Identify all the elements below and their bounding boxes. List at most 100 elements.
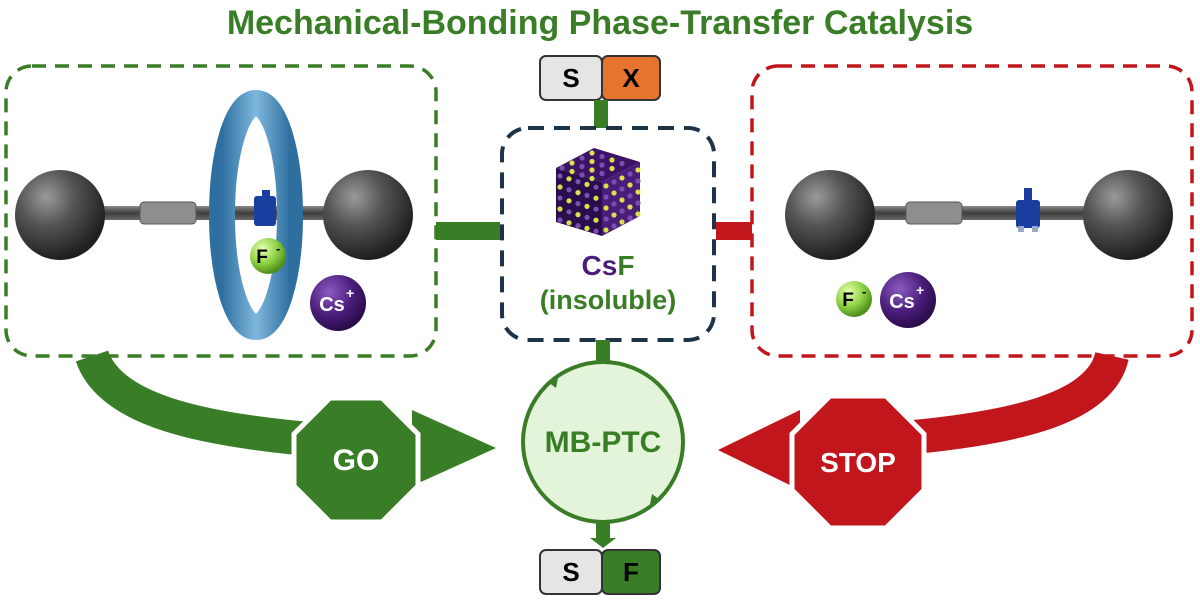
left-stopper-sphere-2 (323, 170, 413, 260)
crystal-dot (579, 172, 585, 178)
go-arrow-head (412, 410, 496, 486)
crystal-dot (635, 167, 641, 173)
cycle-arrowhead-top (548, 378, 558, 388)
crystal-dot (584, 192, 590, 198)
crystal-dot (593, 217, 599, 223)
substrate-s-label: S (562, 63, 579, 93)
crystal-dot (611, 212, 617, 218)
right-cesium-label: Cs (889, 291, 915, 313)
crystal-dot (611, 223, 617, 229)
right-fluoride-label: F (842, 290, 854, 311)
right-connector (716, 222, 752, 240)
csf-label-f: F (617, 250, 634, 281)
crystal-dot (575, 212, 581, 218)
crystal-dot (575, 201, 581, 207)
crystal-dot (566, 209, 572, 215)
left-connector (436, 222, 500, 240)
crystal-dot (635, 200, 641, 206)
right-fluoride-ion (836, 281, 872, 317)
cycle-arrowhead-bottom (650, 494, 660, 504)
crystal-dot (593, 184, 599, 190)
substrate-sx: S X (539, 55, 661, 101)
crystal-dot (566, 220, 572, 226)
catalyst-label: MB-PTC (545, 426, 662, 459)
crystal-dot (611, 179, 617, 185)
crystal-dot (627, 182, 633, 188)
crystal-dot (603, 227, 609, 233)
crystal-top-face (556, 148, 640, 182)
top-connector (594, 100, 608, 130)
axle-panel-box (750, 64, 1194, 358)
crystal-dot (557, 217, 563, 223)
csf-label-cs: Cs (582, 250, 618, 281)
crystal-dot (589, 175, 595, 182)
right-blue-site (1016, 200, 1040, 228)
stop-arrow-head (718, 410, 800, 490)
go-label: GO (333, 444, 380, 477)
crystal-dot (603, 205, 609, 211)
right-stopper-sphere (785, 170, 875, 260)
crystal-dot (559, 165, 565, 171)
crystal-dot (579, 163, 585, 170)
crystal-dot (569, 168, 575, 175)
crystal-dot (619, 197, 625, 203)
crystal-dot (584, 225, 590, 231)
right-cesium-charge: + (916, 282, 924, 298)
go-octagon (291, 395, 421, 525)
crystal-dot (589, 158, 595, 165)
crystal-dot (575, 223, 581, 229)
left-fluoride-ion (250, 238, 286, 274)
crystal-dot (589, 167, 595, 173)
crystal-dot (619, 175, 625, 181)
crystal-dot (579, 155, 585, 161)
crystal-dot (599, 153, 605, 160)
leaving-group-x-label: X (622, 63, 640, 93)
csf-label: CsF (582, 250, 635, 281)
left-cesium-charge: + (346, 285, 354, 301)
crystal-dot (593, 228, 599, 234)
left-cesium-label: Cs (319, 294, 345, 316)
go-sign: GO (291, 395, 421, 525)
crystal-dot (569, 160, 575, 166)
insoluble-label: (insoluble) (540, 285, 677, 315)
crystal-dot (635, 211, 641, 217)
stop-octagon (789, 393, 927, 531)
left-blue-site-cap (262, 190, 270, 198)
right-axle (820, 206, 1120, 220)
crystal-dot (557, 184, 563, 190)
crystal-dot (619, 219, 625, 225)
crystal-dot (635, 178, 641, 184)
product-sf: S F (539, 549, 661, 595)
product-f-box (601, 549, 661, 595)
crystal-dot (589, 150, 595, 156)
crystal-dot (611, 190, 617, 196)
bottom-connector (596, 522, 610, 540)
crystal-dot (566, 198, 572, 204)
crystal-dot (611, 201, 617, 207)
left-axle-station (139, 201, 197, 225)
crystal-dot (566, 187, 572, 193)
right-axle-station (905, 201, 963, 225)
crystal-dot (557, 206, 563, 212)
crystal-dot (627, 204, 633, 210)
macrocycle-ring (209, 90, 303, 340)
crystal-dot (603, 194, 609, 200)
bottom-arrowhead (590, 538, 616, 548)
crystal-dot (627, 215, 633, 221)
crystal-dot (619, 186, 625, 192)
crystal-dot (599, 162, 605, 168)
crystal-dot (603, 216, 609, 222)
rotaxane-panel-box (4, 64, 438, 358)
crystal-dot (619, 160, 625, 167)
crystal-dot (627, 193, 633, 199)
crystal-dot (584, 181, 590, 187)
crystal-dot (584, 214, 590, 220)
stop-sign: STOP (789, 393, 927, 531)
right-blue-site-foot (1018, 226, 1024, 232)
product-f-label: F (623, 557, 639, 587)
left-blue-site (254, 196, 276, 226)
axle-molecule: F - Cs + (785, 170, 1173, 328)
right-blue-site-cap (1024, 188, 1032, 202)
crystal-dot (603, 183, 609, 189)
